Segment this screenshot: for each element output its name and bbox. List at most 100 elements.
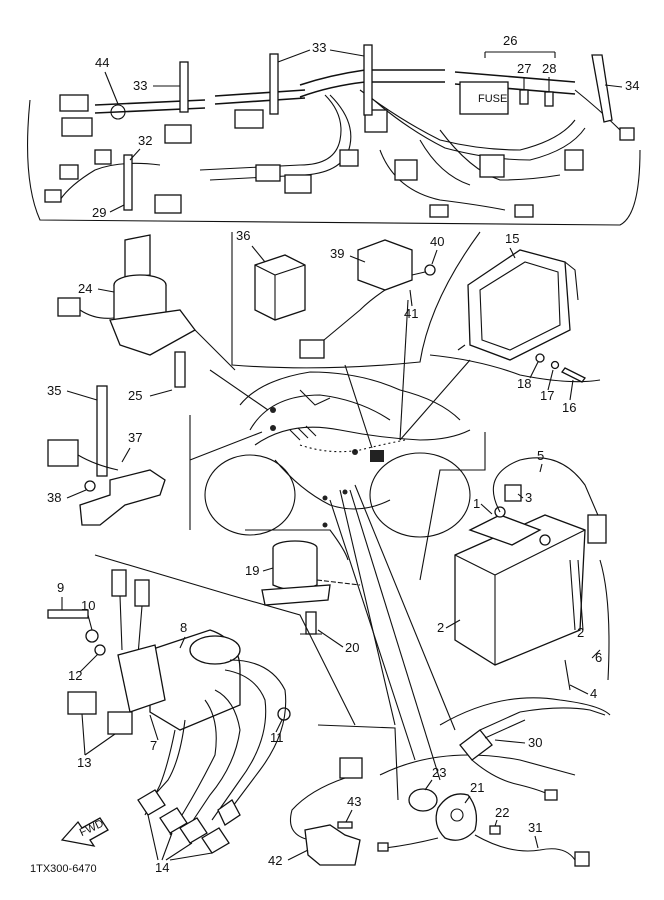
- sensor-19: [272, 548, 318, 591]
- main-switch-section: [57, 234, 236, 388]
- motorcycle-outline: [204, 371, 471, 538]
- fuse-box: [459, 81, 509, 115]
- callout-19: 19: [245, 563, 259, 578]
- connector-42: [339, 757, 363, 779]
- bolt-25: [174, 351, 186, 388]
- callout-12: 12: [68, 668, 82, 683]
- terminal-a: [429, 204, 449, 218]
- battery-1: [454, 514, 586, 666]
- callout-29: 29: [92, 205, 106, 220]
- fuse-27: [519, 89, 529, 105]
- relay-37: [47, 439, 79, 467]
- callout-38: 38: [47, 490, 61, 505]
- callout-17: 17: [540, 388, 554, 403]
- callout-23: 23: [432, 765, 446, 780]
- terminal-b: [514, 204, 534, 218]
- callout-14: 14: [155, 860, 169, 875]
- screw-22: [489, 825, 501, 835]
- screw-43: [337, 821, 353, 829]
- callout-37: 37: [128, 430, 142, 445]
- callout-8: 8: [180, 620, 187, 635]
- relay-39: [357, 239, 413, 291]
- connector-7a: [111, 569, 127, 597]
- sensor-19-section: [245, 529, 361, 635]
- band-34: [591, 54, 613, 123]
- damper-13a: [67, 691, 97, 715]
- relay-36: [254, 254, 306, 321]
- callout-22: 22: [495, 805, 509, 820]
- damper-13b: [107, 711, 133, 735]
- connector-g: [94, 149, 112, 165]
- washer-10: [85, 629, 99, 643]
- connector-e: [154, 194, 182, 214]
- nut-18: [535, 353, 545, 363]
- callout-26: 26: [503, 33, 517, 48]
- bracket-section: [47, 385, 263, 530]
- connector-44b: [61, 117, 93, 137]
- callout-18: 18: [517, 376, 531, 391]
- callout-7: 7: [150, 738, 157, 753]
- callout-27: 27: [517, 61, 531, 76]
- connector-c: [255, 164, 281, 182]
- band-32: [123, 154, 133, 211]
- callout-30: 30: [528, 735, 542, 750]
- diagram-code: 1TX300-6470: [30, 863, 97, 875]
- callout-6: 6: [595, 650, 602, 665]
- clamp-33c: [363, 44, 373, 116]
- callout-4: 4: [590, 686, 597, 701]
- clamp-33a: [179, 61, 189, 113]
- connector-m: [564, 149, 584, 171]
- plug-cap-14b: [159, 807, 188, 834]
- callout-5: 5: [537, 448, 544, 463]
- callout-31: 31: [528, 820, 542, 835]
- callout-1: 1: [473, 496, 480, 511]
- connector-31: [574, 851, 590, 867]
- connector-k: [394, 159, 418, 181]
- fuse-label: FUSE: [478, 93, 507, 105]
- cable-5: [492, 457, 601, 521]
- frame-connector: [370, 450, 384, 462]
- nut-12: [94, 644, 106, 656]
- forward-arrow: FWD: [60, 817, 109, 847]
- fuse-28: [544, 91, 554, 107]
- connector-l: [479, 154, 505, 178]
- callout-25: 25: [128, 388, 142, 403]
- ignition-coil-7: [117, 644, 166, 713]
- callout-33a: 33: [133, 78, 147, 93]
- clamp-33b: [269, 53, 279, 115]
- screw-38: [84, 480, 96, 492]
- screw-40: [424, 264, 436, 276]
- callout-16: 16: [562, 400, 576, 415]
- terminal-5: [587, 514, 607, 544]
- connector-7b: [134, 579, 150, 607]
- plug-cap-14c: [179, 817, 208, 844]
- relay-section: [231, 231, 481, 369]
- connector-a: [164, 124, 192, 144]
- callout-33b: 33: [312, 40, 326, 55]
- bolt-16: [561, 367, 586, 383]
- bolt-9: [47, 609, 89, 619]
- callout-34: 34: [625, 78, 639, 93]
- connector-i: [339, 149, 359, 167]
- pickup-21: [435, 793, 478, 841]
- callout-44: 44: [95, 55, 109, 70]
- sensor-42: [304, 824, 361, 866]
- lead-31: [474, 834, 576, 861]
- band-35: [96, 385, 108, 477]
- connector-44a: [59, 94, 89, 112]
- bracket-37: [79, 469, 166, 526]
- terminal-3: [504, 484, 522, 502]
- callout-39: 39: [330, 246, 344, 261]
- cdi-unit-15: [467, 249, 571, 361]
- callout-10: 10: [81, 598, 95, 613]
- callout-15: 15: [505, 231, 519, 246]
- callout-24: 24: [78, 281, 92, 296]
- callout-13: 13: [77, 755, 91, 770]
- pickup-section: [377, 754, 590, 867]
- fwd-arrow-icon: [60, 817, 109, 847]
- switch-30: [459, 729, 493, 761]
- callout-42: 42: [268, 853, 282, 868]
- callout-2a: 2: [437, 620, 444, 635]
- callout-32: 32: [138, 133, 152, 148]
